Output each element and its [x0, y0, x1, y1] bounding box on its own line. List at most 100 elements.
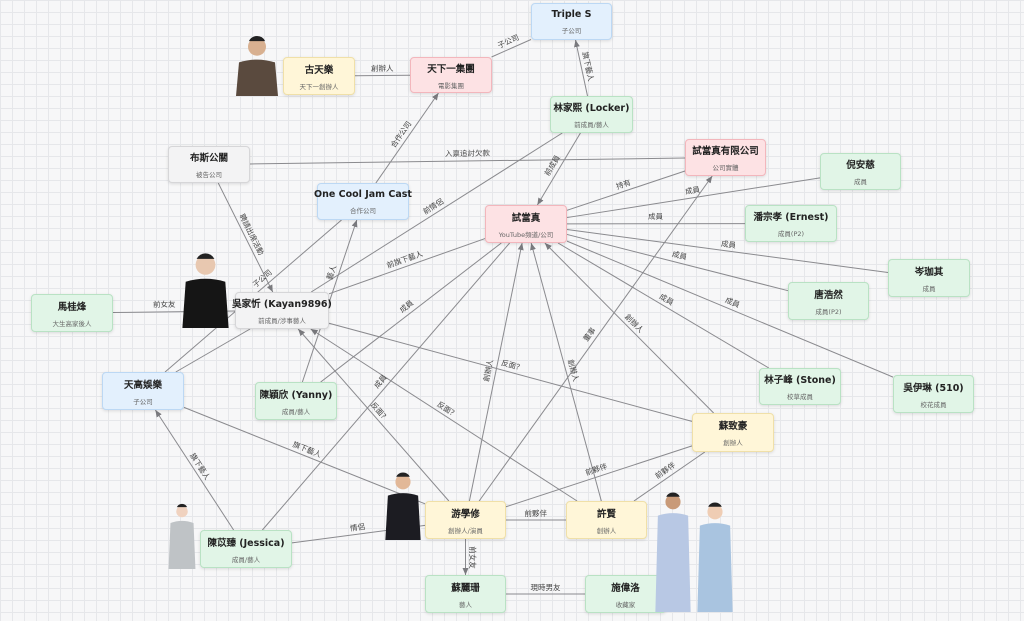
node-title: One Cool Jam Cast [314, 188, 412, 200]
edge-yau-stdltd [478, 175, 713, 502]
node-tianxia[interactable]: 天下一集團電影集團 [410, 57, 492, 93]
node-yanny[interactable]: 陳穎欣 (Yanny) 成員/藝人 [255, 382, 337, 420]
photo-gu-image [236, 36, 278, 96]
node-std[interactable]: 試當真 YouTube頻道/公司 [485, 205, 567, 243]
edge-tiangao-kayan [175, 328, 251, 373]
edge-locker-kayan [310, 132, 563, 293]
edge-yau-kayan [297, 328, 450, 502]
node-subtitle: 收藏家 [615, 600, 636, 609]
node-triples[interactable]: Triple S 子公司 [531, 3, 612, 40]
edge-kayan-std [328, 238, 486, 295]
edge-label: 前女友 [152, 300, 176, 310]
photo-hui-image [655, 492, 691, 612]
node-title: 蘇致豪 [718, 421, 748, 432]
node-ni[interactable]: 倪安慈成員 [820, 153, 901, 190]
node-subtitle: 大生高家後人 [52, 319, 92, 328]
edge-label: 現時男友 [530, 582, 561, 592]
node-subtitle: 被告公司 [196, 171, 222, 179]
edge-ocj-tianxia [375, 92, 439, 184]
node-yau[interactable]: 游學修創辦人/演員 [425, 501, 506, 539]
edge-label: 情侶 [349, 521, 366, 533]
node-title: 古天樂 [304, 64, 334, 76]
node-subtitle: 前成員/涉事藝人 [258, 317, 306, 325]
edge-tang-std [566, 233, 789, 292]
node-tang[interactable]: 唐浩然成員(P2) [788, 282, 869, 320]
node-subtitle: 成員 [922, 284, 936, 293]
node-subtitle: 校花成員 [920, 400, 947, 409]
edge-stone-std [557, 242, 770, 369]
edge-510-std [566, 240, 894, 378]
node-title: 陳穎欣 (Yanny) [259, 389, 333, 401]
photo-kayan-image [182, 253, 229, 328]
edge-jessica-tiangao [154, 409, 235, 531]
node-subtitle: YouTube頻道/公司 [498, 230, 554, 239]
node-cen[interactable]: 岑珈其成員 [888, 259, 970, 297]
edge-kayan-su [328, 322, 693, 422]
node-subtitle: 子公司 [561, 26, 582, 35]
node-title: 試當真 [511, 212, 541, 224]
node-subtitle: 成員/藝人 [231, 555, 261, 564]
edge-busi-stdltd [249, 157, 686, 165]
node-subtitle: 藝人 [459, 600, 472, 609]
edge-busi-kayan [217, 182, 274, 293]
edge-yau-std [468, 242, 524, 502]
node-subtitle: 電影集團 [438, 81, 464, 90]
edge-label: 成員 [648, 212, 664, 222]
edge-label: 前夥伴 [524, 508, 548, 518]
node-subtitle: 校草成員 [787, 393, 813, 401]
edge-hui-kayan [310, 328, 578, 502]
node-subtitle: 成員/藝人 [281, 407, 311, 416]
node-subtitle: 創辦人 [596, 526, 617, 535]
edge-su-std [544, 242, 714, 414]
edge-label: 創辦人 [370, 63, 394, 74]
photo-shi-image [697, 502, 733, 612]
node-title: 蘇麗珊 [451, 582, 480, 594]
photo-jessica-image [168, 503, 196, 569]
node-510[interactable]: 吳伊琳 (510)校花成員 [893, 375, 974, 413]
edge-locker-triples [574, 39, 589, 97]
node-title: 許賢 [596, 508, 616, 520]
node-locker[interactable]: 林家熙 (Locker)前成員/藝人 [550, 96, 633, 133]
node-title: 林家熙 (Locker) [553, 103, 630, 114]
node-subtitle: 成員(P2) [777, 230, 805, 238]
node-subtitle: 公司實體 [712, 164, 739, 172]
node-subtitle: 創辦人 [723, 439, 743, 447]
node-subtitle: 天下一創辦人 [299, 82, 339, 91]
node-title: 倪安慈 [846, 160, 875, 171]
edge-std-stdltd [566, 170, 686, 211]
node-subtitle: 創辦人/演員 [448, 526, 483, 535]
node-title: Triple S [551, 8, 592, 20]
node-kayan[interactable]: 吳家忻 (Kayan9896)前成員/涉事藝人 [232, 292, 332, 329]
node-ernest[interactable]: 潘宗孝 (Ernest)成員(P2) [745, 205, 837, 242]
edge-hui-su [633, 451, 706, 502]
edge-label: 入禀追討欠款 [444, 149, 490, 159]
edge-tiangao-yau [183, 406, 426, 505]
node-jessica[interactable]: 陳苡臻 (Jessica)成員/藝人 [200, 530, 292, 568]
node-subtitle: 成員(P2) [815, 307, 842, 316]
node-stone[interactable]: 林子峰 (Stone) 校草成員 [759, 368, 841, 405]
node-stdltd[interactable]: 試當真有限公司公司實體 [685, 139, 766, 176]
node-hui[interactable]: 許賢創辦人 [566, 501, 647, 539]
node-tiangao[interactable]: 天高娛樂子公司 [102, 372, 184, 410]
edge-jessica-std [261, 242, 511, 531]
node-gu[interactable]: 古天樂天下一創辦人 [283, 57, 355, 95]
node-title: 馬桂烽 [57, 301, 87, 313]
edge-locker-std [536, 132, 581, 206]
edge-tianxia-triples [491, 39, 532, 58]
edge-label: 前女友 [467, 545, 477, 569]
node-subtitle: 成員 [854, 178, 867, 186]
node-title: 游學修 [451, 508, 480, 520]
edge-ni-std [566, 177, 821, 219]
node-su[interactable]: 蘇致豪創辦人 [692, 413, 774, 452]
node-title: 唐浩然 [814, 289, 843, 301]
node-title: 林子峰 (Stone) [764, 375, 836, 386]
node-ma[interactable]: 馬桂烽大生高家後人 [31, 294, 113, 332]
node-title: 天高娛樂 [123, 379, 162, 391]
node-sulai[interactable]: 蘇麗珊藝人 [425, 575, 506, 613]
node-busi[interactable]: 布斯公關被告公司 [168, 146, 250, 183]
node-title: 施偉洛 [611, 582, 640, 594]
node-title: 岑珈其 [914, 266, 944, 278]
